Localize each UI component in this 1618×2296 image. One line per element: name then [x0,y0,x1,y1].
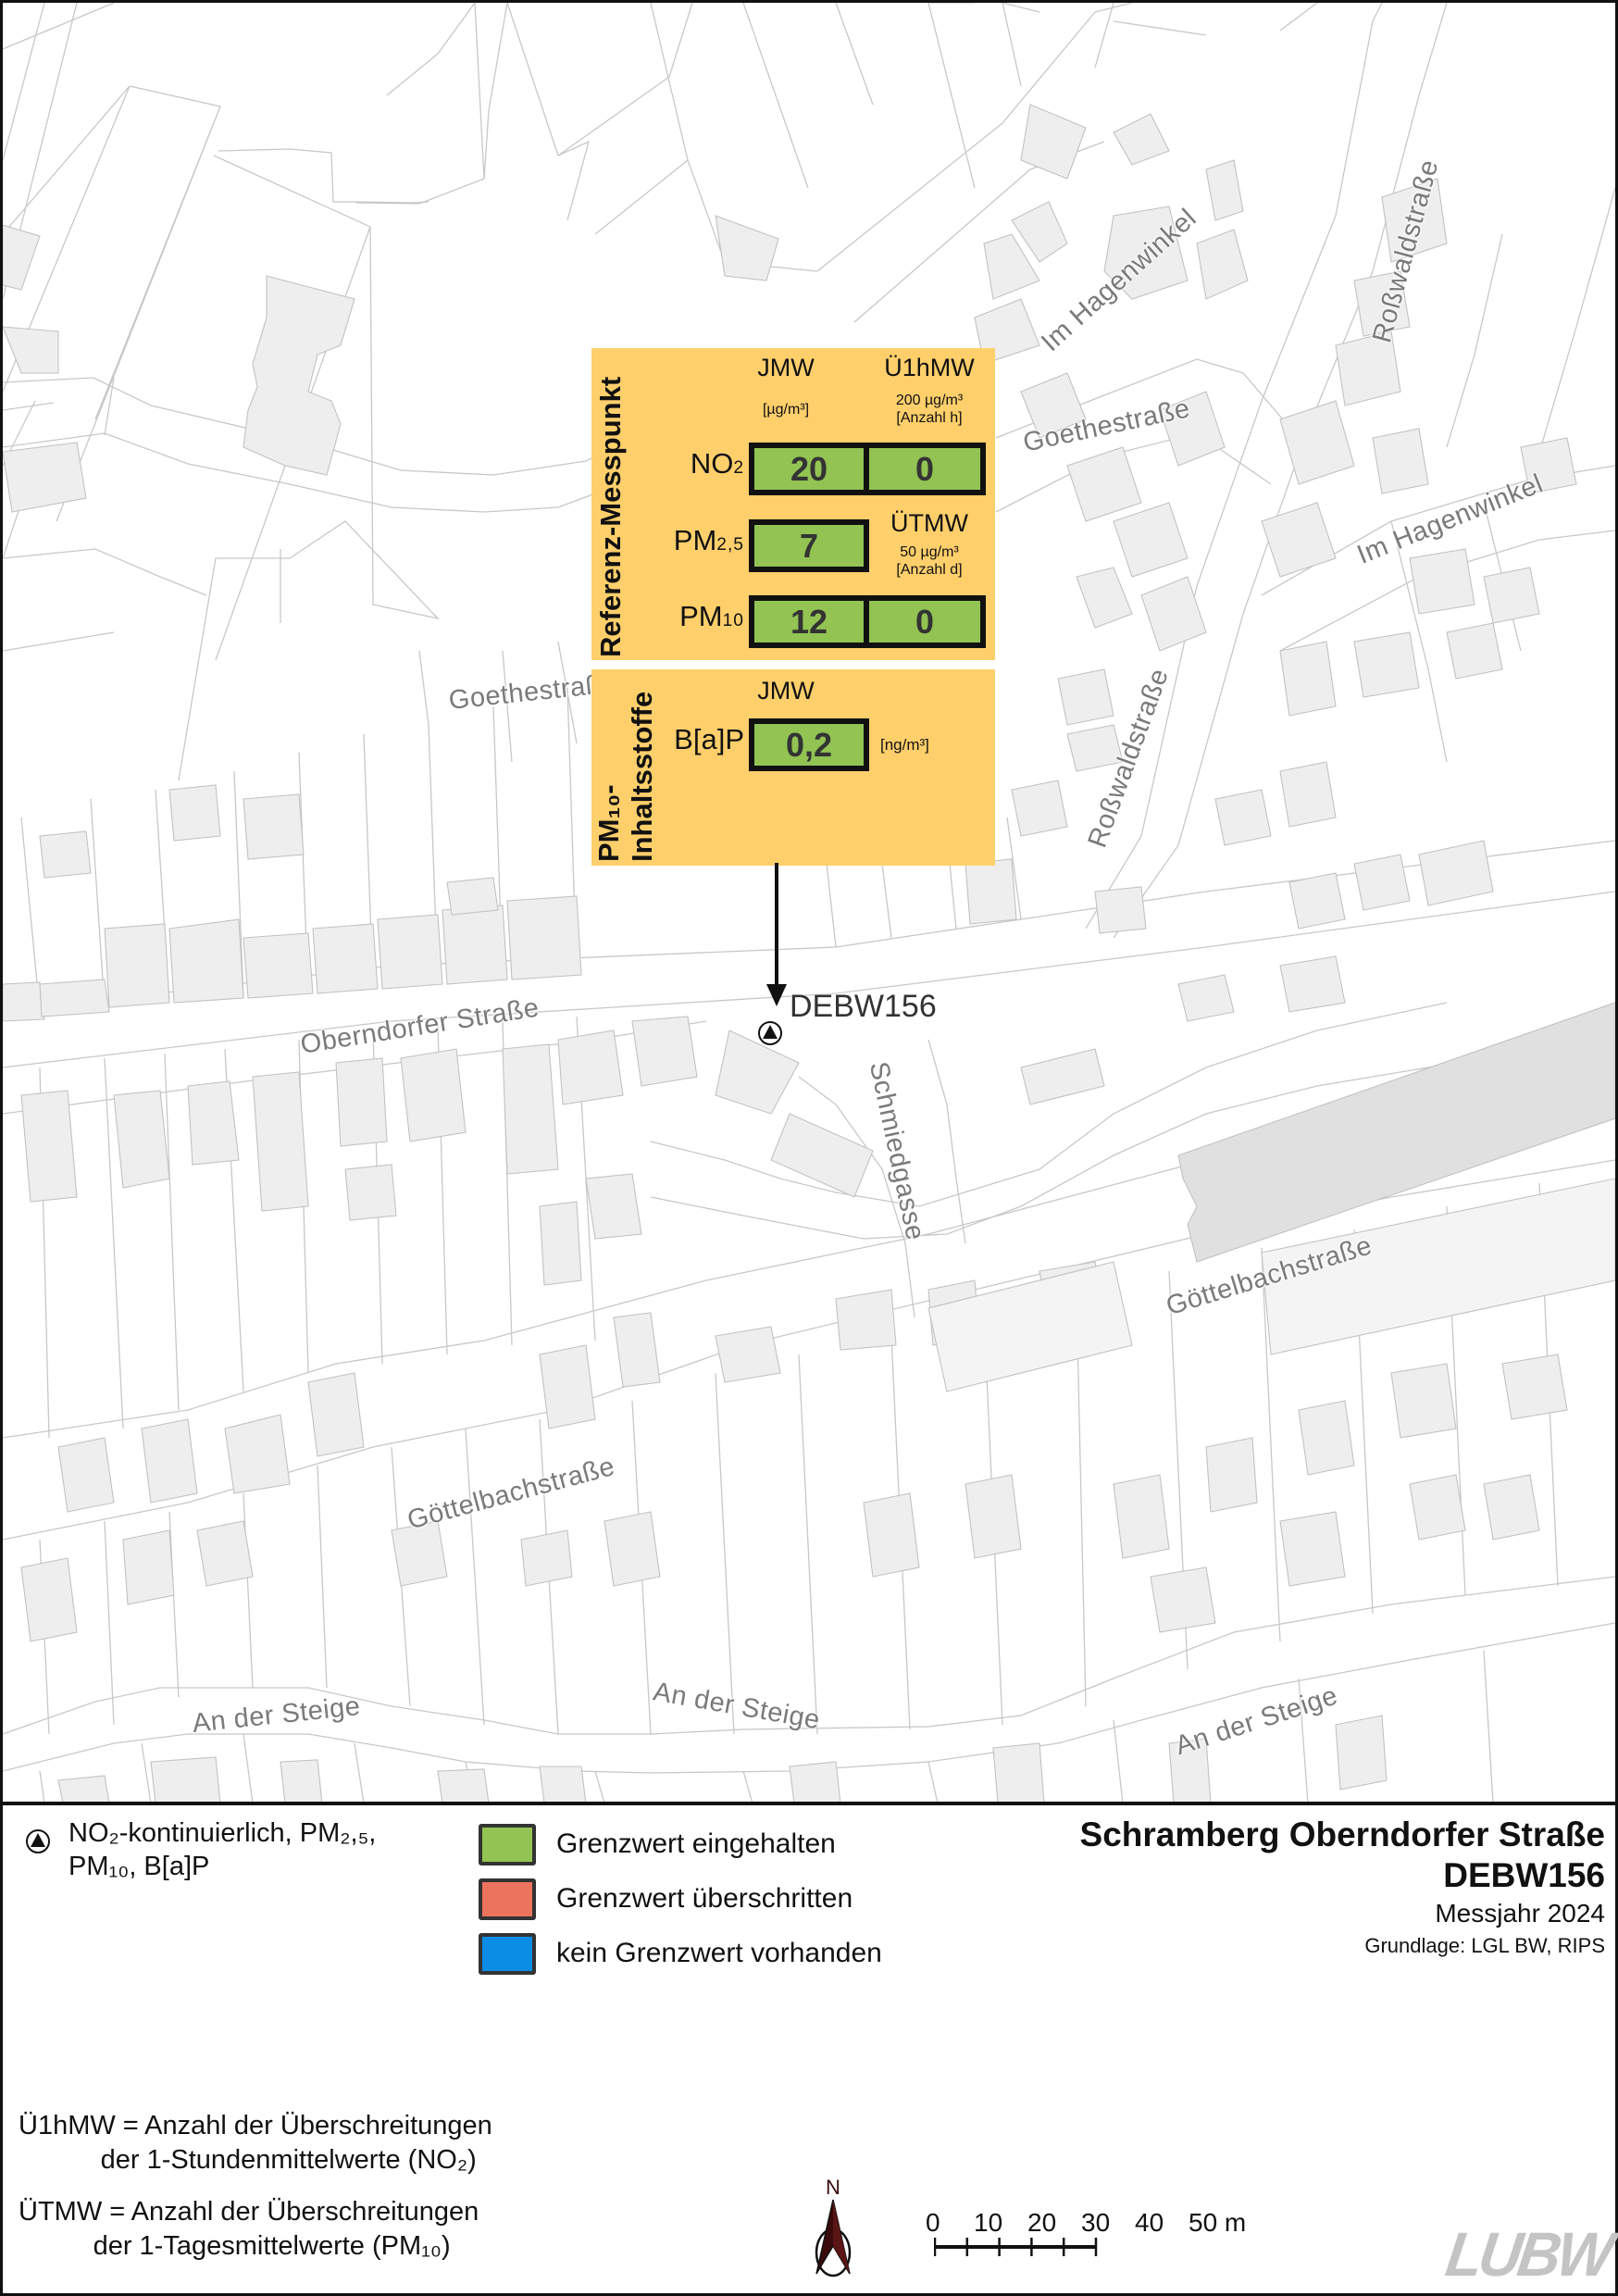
leader-line [775,863,778,997]
station-id-title: DEBW156 [1443,1856,1605,1894]
leader-arrowhead [766,984,787,1006]
station-marker-icon[interactable] [758,1021,782,1045]
legend-swatch-exceeded [479,1878,536,1920]
column-unit-u1hmw: [Anzahl h] [896,410,963,426]
panel-title-line2: Inhaltsstoffe [626,691,658,862]
pollutant-label-no2: NO2 [690,447,744,480]
abbreviation-u1hmw-line1: Ü1hMW = Anzahl der Überschreitungen [19,2111,492,2140]
legend-symbol-line2: PM₁₀, B[a]P [68,1852,210,1881]
value-cell-bap-jmw: 0,2 [749,718,869,771]
legend-divider [0,1802,1618,1805]
column-header-jmw: JMW [757,354,815,381]
scale-tick-label: 30 [1081,2208,1111,2237]
scale-tick-label: 10 [974,2208,1003,2237]
lubw-logo: LUBW [1441,2219,1615,2290]
reference-measurement-panel: Referenz-Messpunkt JMW [µg/m³] Ü1hMW 200… [591,348,995,660]
measurement-year: Messjahr 2024 [1435,1899,1605,1928]
legend-label-exceeded: Grenzwert überschritten [556,1883,853,1914]
map-canvas[interactable]: Im Hagenwinkel Roßwaldstraße Goethestraß… [3,3,1615,1803]
pollutant-label-bap: B[a]P [674,723,744,755]
legend-swatch-ok [479,1824,536,1866]
legend-symbol-text: NO₂-kontinuierlich, PM₂,₅, PM₁₀, B[a]P [68,1816,376,1883]
station-legend-icon [26,1829,50,1853]
scale-tick-label: 0 [926,2208,940,2237]
value-cell-pm10-utmw: 0 [864,595,986,648]
pm10-constituents-panel: PM₁₀- Inhaltsstoffe JMW B[a]P 0,2 [ng/m³… [591,669,995,866]
column-threshold-u1hmw: 200 µg/m³ [895,393,964,408]
map-title: Schramberg Oberndorfer Straße [1079,1816,1605,1853]
abbreviation-utmw-line1: ÜTMW = Anzahl der Überschreitungen [19,2197,479,2227]
panel-title-line1: PM₁₀- [592,784,625,862]
legend-symbol-line1: NO₂-kontinuierlich, PM₂,₅, [68,1818,377,1848]
basemap [3,3,1615,1803]
title-block: Schramberg Oberndorfer Straße DEBW156 Me… [1080,1815,1605,1961]
legend-swatch-no-limit [479,1933,536,1975]
column-unit-jmw: [µg/m³] [762,402,810,418]
scale-tick-label: 20 [1027,2208,1057,2237]
column-header-jmw: JMW [757,677,815,705]
value-cell-pm10-jmw: 12 [749,595,869,648]
pollutant-label-pm10: PM10 [679,600,744,632]
unit-bap: [ng/m³] [880,736,929,754]
value-cell-pm25-jmw: 7 [749,519,869,572]
scale-tick-label: 40 [1135,2208,1164,2237]
column-header-u1hmw: Ü1hMW [884,354,975,381]
abbreviation-u1hmw-line2: der 1-Stundenmittelwerte (NO₂) [19,2145,477,2175]
column-threshold-utmw: 50 µg/m³ [900,544,959,560]
scale-bar [933,2236,1101,2263]
pollutant-label-pm25: PM2,5 [673,524,744,556]
north-arrow-label: N [826,2176,840,2199]
legend-label-no-limit: kein Grenzwert vorhanden [556,1938,882,1968]
scale-tick-label: 50 m [1189,2208,1247,2237]
column-header-utmw: ÜTMW [890,509,968,537]
data-source: Grundlage: LGL BW, RIPS [1364,1934,1605,1957]
abbreviation-utmw-line2: der 1-Tagesmittelwerte (PM₁₀) [19,2231,451,2261]
column-unit-utmw: [Anzahl d] [896,562,963,578]
value-cell-no2-u1hmw: 0 [864,443,986,495]
value-cell-no2-jmw: 20 [749,443,869,495]
north-arrow: N [805,2174,861,2285]
station-label: DEBW156 [790,989,937,1024]
legend-label-ok: Grenzwert eingehalten [556,1828,836,1859]
